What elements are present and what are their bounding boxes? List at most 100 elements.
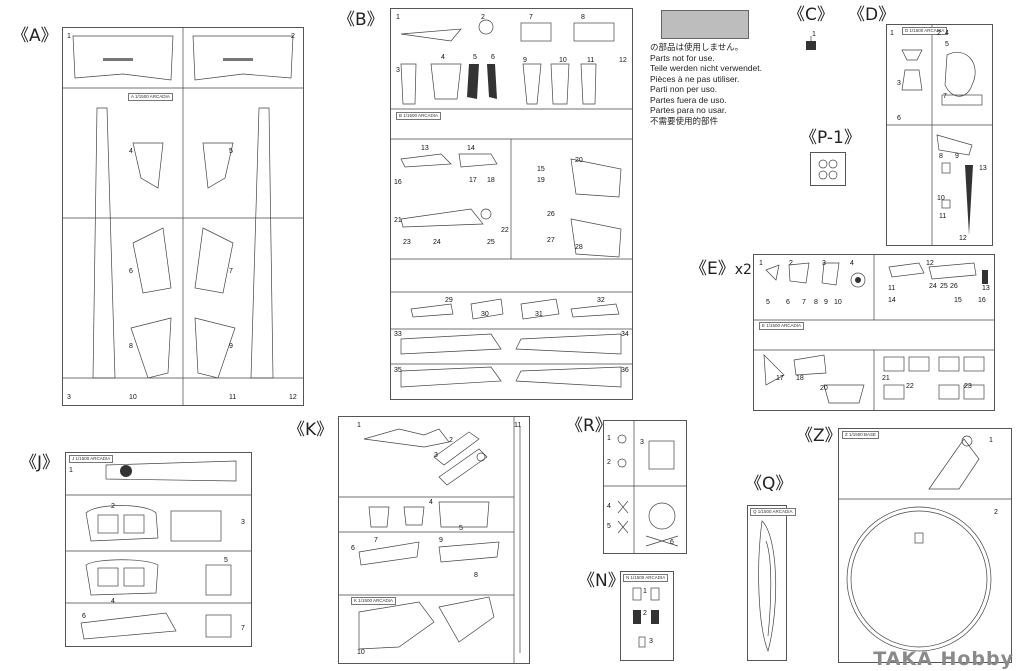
sheet-label-j: 《J》 xyxy=(20,453,60,473)
sheet-label-d: 《D》 xyxy=(848,5,896,25)
part-number: 21 xyxy=(394,217,402,224)
part-number: 1 xyxy=(890,30,894,37)
sheet-label-k: 《K》 xyxy=(288,420,334,440)
part-number: 13 xyxy=(421,145,429,152)
sheet-label-e-qty: x2 xyxy=(734,262,752,278)
sprue-tag: A 1/1500 ARCADIA xyxy=(128,93,173,101)
sprue-d: D 1/1500 ARCADIA 1 2 3 4 5 6 7 8 9 10 11… xyxy=(886,24,993,246)
part-number: 31 xyxy=(535,311,543,318)
part-number: 7 xyxy=(229,268,233,275)
part-number: 23 xyxy=(964,383,972,390)
part-number: 30 xyxy=(481,311,489,318)
note-line: Parts not for use. xyxy=(650,52,715,63)
part-number: 6 xyxy=(786,299,790,306)
unused-parts-note: の部品は使用しません。 Parts not for use. Teile wer… xyxy=(650,42,762,126)
sheet-label-b: 《B》 xyxy=(338,10,384,30)
sheet-label-n: 《N》 xyxy=(578,571,625,591)
sheet-label-c: 《C》 xyxy=(788,5,834,25)
part-number: 11 xyxy=(229,394,237,401)
sprue-tag: E 1/1500 ARCADIA xyxy=(759,322,805,330)
part-number: 8 xyxy=(814,299,818,306)
sprue-r-drawing xyxy=(604,421,686,553)
part-number: 26 xyxy=(950,283,958,290)
part-number: 22 xyxy=(906,383,914,390)
part-number: 7 xyxy=(374,537,378,544)
part-number: 1 xyxy=(643,588,647,595)
note-line: Partes para no usar. xyxy=(650,105,727,115)
sprue-tag: Z 1/1500 BASE xyxy=(842,431,880,439)
part-number: 2 xyxy=(607,459,611,466)
part-number: 9 xyxy=(229,343,233,350)
sprue-j-drawing xyxy=(66,460,251,640)
part-number: 10 xyxy=(834,299,842,306)
part-number: 13 xyxy=(982,285,990,292)
part-number: 32 xyxy=(597,297,605,304)
part-number: 6 xyxy=(897,115,901,122)
sprue-c: 1 xyxy=(802,31,820,53)
part-number: 3 xyxy=(822,260,826,267)
part-number: 2 xyxy=(111,503,115,510)
part-number: 29 xyxy=(445,297,453,304)
part-number: 4 xyxy=(429,499,433,506)
part-number: 6 xyxy=(82,613,86,620)
part-number: 27 xyxy=(547,237,555,244)
part-number: 8 xyxy=(939,153,943,160)
sprue-n-drawing xyxy=(632,587,660,648)
part-number: 10 xyxy=(559,57,567,64)
part-number: 33 xyxy=(394,331,402,338)
sprue-p1-drawing xyxy=(818,159,838,180)
part-number: 25 xyxy=(940,283,948,290)
part-number: 17 xyxy=(469,177,477,184)
part-number: 3 xyxy=(67,394,71,401)
part-number: 7 xyxy=(241,625,245,632)
part-number: 4 xyxy=(441,54,445,61)
sprue-r: 1 2 3 4 5 6 xyxy=(603,420,687,554)
note-line: Parti non per uso. xyxy=(650,84,718,94)
sprue-tag: Q 1/1500 ARCADIA xyxy=(750,508,796,516)
part-number: 6 xyxy=(351,545,355,552)
part-number: 10 xyxy=(937,195,945,202)
sprue-q-drawing xyxy=(758,520,777,653)
part-number: 5 xyxy=(766,299,770,306)
part-number: 5 xyxy=(224,557,228,564)
sprue-tag: D 1/1500 ARCADIA xyxy=(902,27,948,35)
part-number: 3 xyxy=(897,80,901,87)
part-number: 28 xyxy=(575,244,583,251)
part-number: 13 xyxy=(979,165,987,172)
part-number: 4 xyxy=(129,148,133,155)
sheet-label-e: 《E》x2 xyxy=(690,261,752,278)
part-number: 2 xyxy=(449,437,453,444)
part-number: 2 xyxy=(643,610,647,617)
note-line: Teile werden nicht verwendet. xyxy=(650,63,762,73)
part-number: 4 xyxy=(945,30,949,37)
part-number: 2 xyxy=(937,30,941,37)
part-number: 7 xyxy=(802,299,806,306)
sheet-label-a: 《A》 xyxy=(12,26,58,46)
sprue-a-drawing xyxy=(63,28,303,405)
watermark: TAKA Hobby xyxy=(873,648,1014,670)
note-line: の部品は使用しません。 xyxy=(650,42,744,52)
part-number: 8 xyxy=(129,343,133,350)
part-number: 1 xyxy=(607,435,611,442)
part-number: 20 xyxy=(575,157,583,164)
sprue-d-drawing xyxy=(887,25,992,245)
part-number: 22 xyxy=(501,227,509,234)
part-number: 7 xyxy=(943,93,947,100)
part-number: 11 xyxy=(587,57,595,64)
part-number: 9 xyxy=(824,299,828,306)
part-number: 5 xyxy=(473,54,477,61)
part-number: 1 xyxy=(812,31,816,38)
part-number: 24 xyxy=(433,239,441,246)
part-number: 25 xyxy=(487,239,495,246)
part-number: 3 xyxy=(396,67,400,74)
sprue-k-drawing xyxy=(339,417,521,663)
sheet-label-q: 《Q》 xyxy=(745,474,793,494)
sheet-label-p1: 《P-1》 xyxy=(800,128,861,148)
part-number: 12 xyxy=(289,394,297,401)
part-number: 10 xyxy=(129,394,137,401)
part-number: 20 xyxy=(820,385,828,392)
part-number: 11 xyxy=(939,213,947,220)
sheet-label-z: 《Z》 xyxy=(796,426,842,446)
part-number: 3 xyxy=(241,519,245,526)
part-number: 24 xyxy=(929,283,937,290)
